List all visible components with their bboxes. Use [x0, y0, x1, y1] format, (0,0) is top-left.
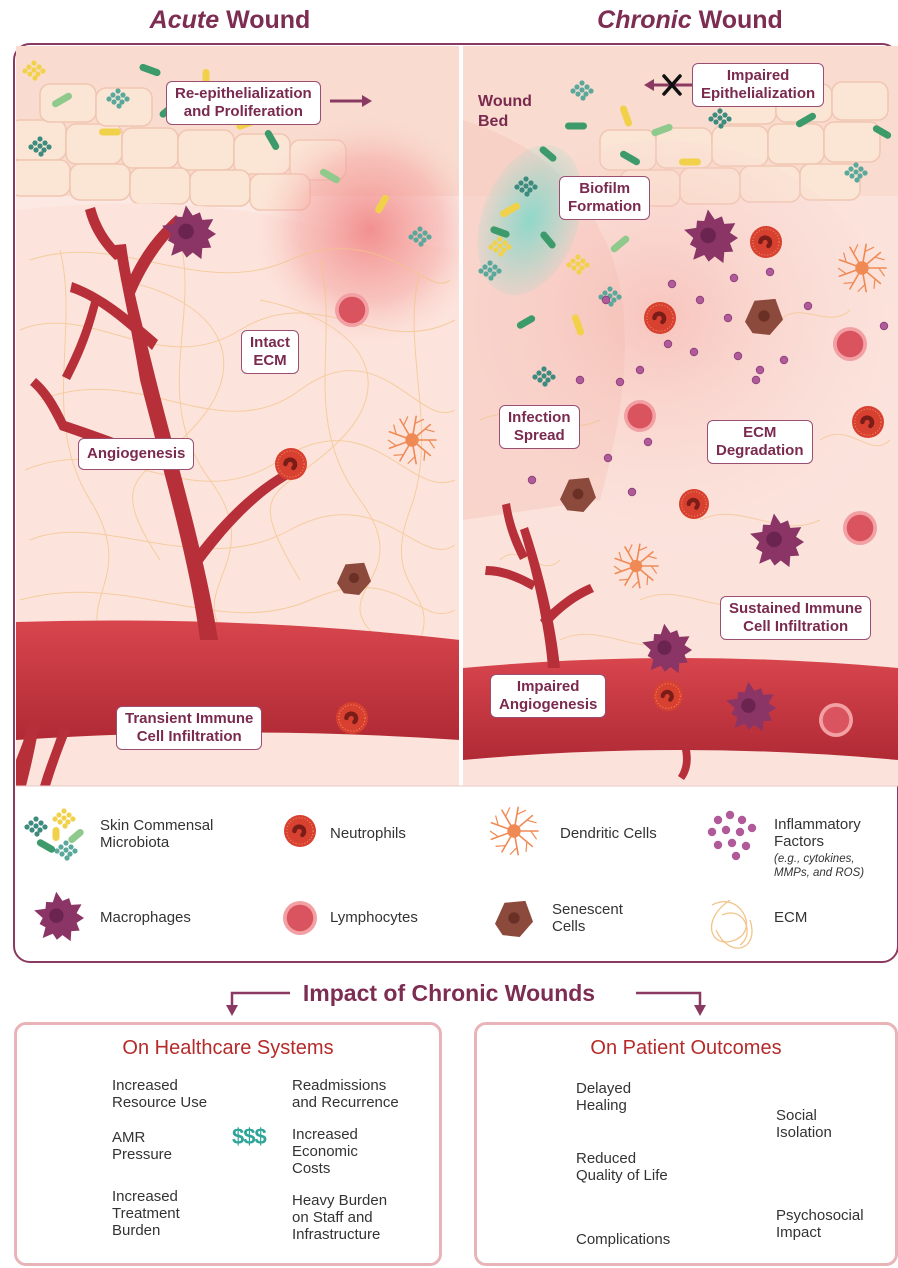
- lymphocyte-cell: [843, 511, 877, 545]
- inflammatory-factor: [664, 340, 672, 348]
- legend-inflammatory: InflammatoryFactors: [774, 816, 861, 850]
- neutrophil-cell: [336, 702, 368, 734]
- neutrophil-cell: [644, 302, 676, 334]
- neutrophil-cell: [750, 226, 782, 258]
- lymphocyte-cell: [624, 400, 656, 432]
- inflammatory-factor: [602, 296, 610, 304]
- impact-title: Impact of Chronic Wounds: [0, 980, 898, 1007]
- item-complications: Complications: [576, 1231, 670, 1248]
- inflammatory-factor: [804, 302, 812, 310]
- inflammatory-factor: [730, 274, 738, 282]
- inflammatory-factor: [604, 454, 612, 462]
- legend-neutrophil-icon: [284, 815, 316, 847]
- inflammatory-factor: [636, 366, 644, 374]
- inflammatory-factor: [628, 488, 636, 496]
- acute-panel: [10, 46, 490, 786]
- inflammatory-factor: [780, 356, 788, 364]
- inflammatory-factor: [724, 314, 732, 322]
- legend-dendritic: Dendritic Cells: [560, 825, 657, 842]
- patient-title: On Patient Outcomes: [474, 1037, 898, 1060]
- bacterium: [679, 159, 701, 166]
- legend-lymphocytes: Lymphocytes: [330, 909, 418, 926]
- inflammatory-factor: [734, 352, 742, 360]
- inflammatory-factor: [766, 268, 774, 276]
- healthcare-title: On Healthcare Systems: [14, 1037, 442, 1060]
- inflammatory-factor: [696, 296, 704, 304]
- inflammatory-factor: [576, 376, 584, 384]
- neutrophil-cell: [653, 681, 683, 711]
- item-amr: AMRPressure: [112, 1129, 172, 1163]
- inflammatory-factor: [880, 322, 888, 330]
- legend-neutrophils: Neutrophils: [330, 825, 406, 842]
- label-wound-bed: WoundBed: [478, 92, 532, 132]
- lymphocyte-cell: [819, 703, 853, 737]
- neutrophil-cell: [275, 448, 307, 480]
- legend-macrophages: Macrophages: [100, 909, 191, 926]
- legend-ecm: ECM: [774, 909, 807, 926]
- inflammatory-factor: [690, 348, 698, 356]
- item-quality-of-life: ReducedQuality of Life: [576, 1150, 668, 1184]
- legend-inflammatory-note: (e.g., cytokines,MMPs, and ROS): [774, 852, 864, 880]
- dollar-icon: $$$: [232, 1124, 266, 1150]
- inflammatory-factor: [644, 438, 652, 446]
- lymphocyte-cell: [833, 327, 867, 361]
- label-angiogenesis: Angiogenesis: [78, 438, 194, 470]
- item-resource-use: IncreasedResource Use: [112, 1077, 207, 1111]
- inflammatory-factor: [616, 378, 624, 386]
- legend-lymphocyte-icon: [283, 901, 317, 935]
- inflammatory-factor: [752, 376, 760, 384]
- inflammatory-factor: [528, 476, 536, 484]
- bacterium: [565, 123, 587, 130]
- legend-rod-3: [53, 827, 60, 841]
- bacterium: [99, 129, 121, 136]
- neutrophil-cell: [679, 489, 709, 519]
- inflammatory-factor: [668, 280, 676, 288]
- inflammatory-factor: [756, 366, 764, 374]
- lymphocyte-cell: [335, 293, 369, 327]
- neutrophil-cell: [852, 406, 884, 438]
